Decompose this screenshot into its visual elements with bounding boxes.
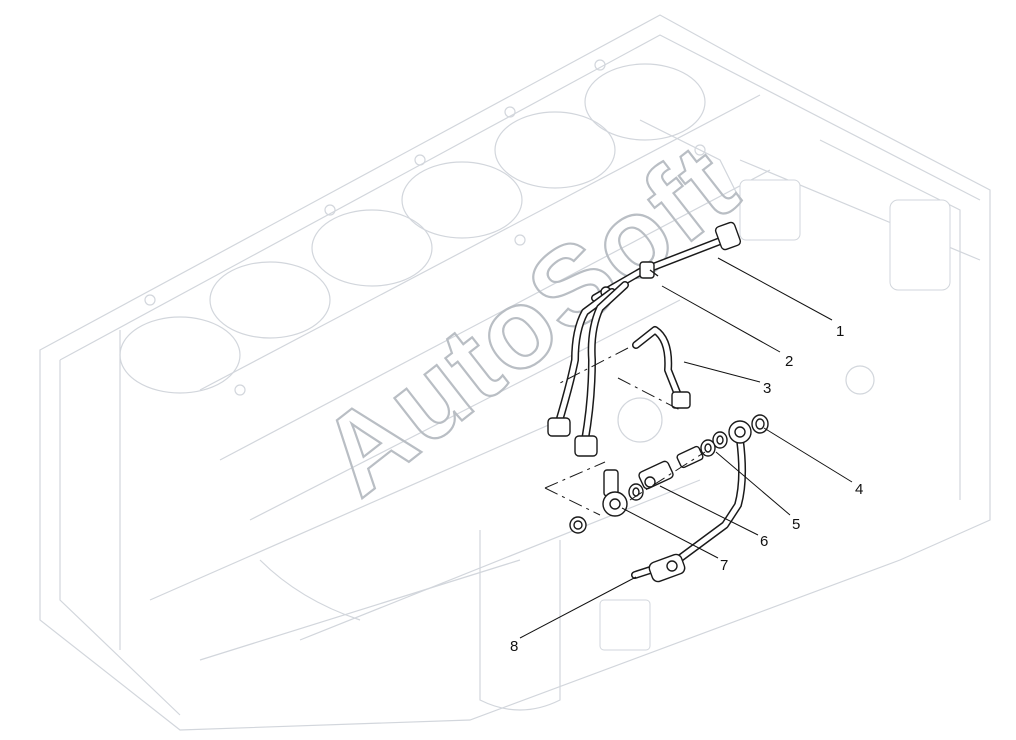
engine-block-outline <box>39 14 991 731</box>
part-4-washer <box>751 414 769 434</box>
part-8-pipe <box>631 420 752 583</box>
leader-lines <box>519 257 853 639</box>
part-3-pipe <box>632 326 691 409</box>
callout-7: 7 <box>720 557 728 574</box>
part-7-fitting <box>569 469 644 534</box>
assembly-guide-lines <box>544 347 706 516</box>
callout-6: 6 <box>760 533 768 550</box>
callout-1: 1 <box>836 323 844 340</box>
callout-8: 8 <box>510 638 518 655</box>
callout-3: 3 <box>763 380 771 397</box>
part-2-clamp <box>639 261 659 279</box>
part-bent-pipe <box>547 281 629 457</box>
callout-5: 5 <box>792 516 800 533</box>
callout-4: 4 <box>855 481 863 498</box>
callout-labels: 1 2 3 4 5 6 7 8 <box>510 323 863 655</box>
callout-2: 2 <box>785 353 793 370</box>
part-6-bolt <box>638 445 704 490</box>
